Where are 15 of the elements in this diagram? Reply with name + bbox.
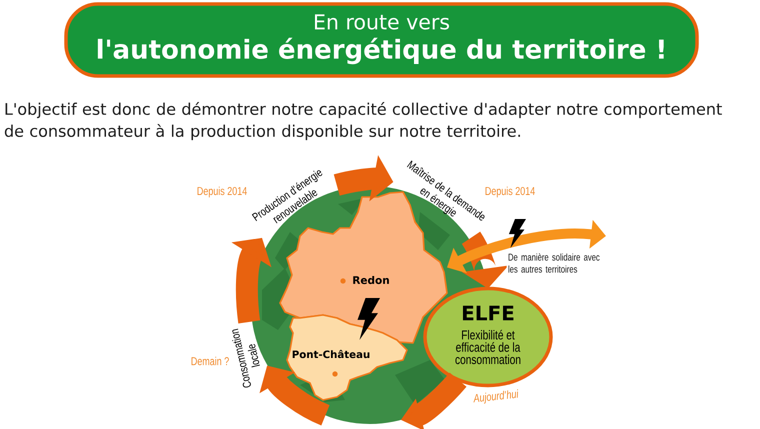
time-note: Demain ? [192,356,229,366]
intro-text: L'objectif est donc de démontrer notre capacité collective d'adapter notre comportement de consommateur à la production disponible sur notre territoire. [4,102,722,140]
time-note: Depuis 2014 [198,186,247,198]
time-note: Depuis 2014 [486,186,535,198]
title-line: l'autonomie énergétique du territoire ! [98,38,664,64]
place-name: Redon [353,276,389,284]
place-name: Pont-Château [292,350,370,358]
node-heading: ELFE [462,306,514,320]
time-note: Aujourd'hui [473,389,518,404]
stage-label: Consommation locale [232,328,260,388]
edge-label: De manière solidaire avec les autres territoires [506,252,606,274]
title-banner [64,2,699,78]
title-line: En route vers [315,14,449,30]
node-text: Flexibilité et efficacité de la consommation [455,330,520,364]
oval-node [423,286,553,388]
